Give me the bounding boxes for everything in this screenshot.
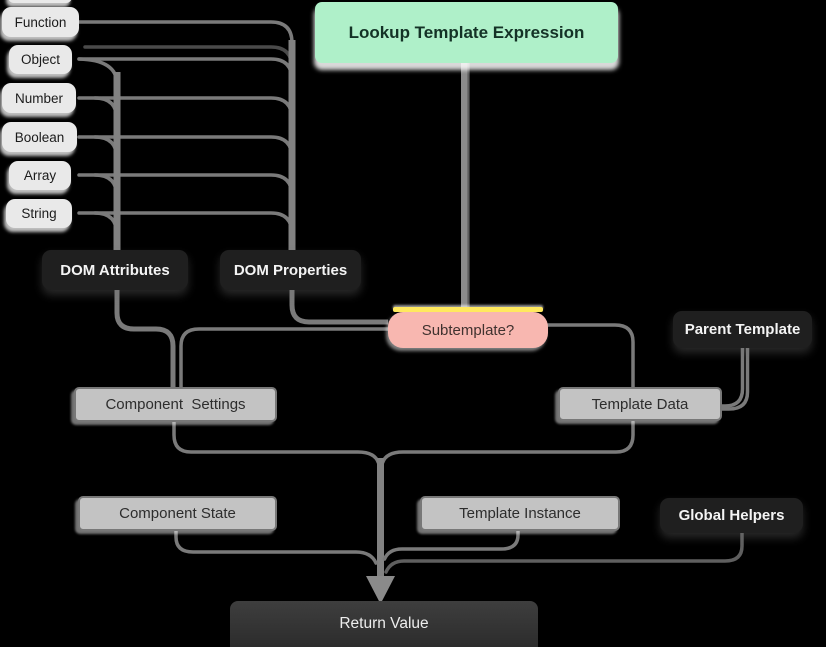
node-template-instance: Template Instance [420, 496, 620, 531]
node-lookup-template-expression: Lookup Template Expression [315, 2, 618, 63]
node-return-value: Return Value [230, 601, 538, 647]
node-global-helpers: Global Helpers [660, 498, 803, 533]
node-subtemplate-label: Subtemplate? [421, 321, 515, 339]
node-dom-properties: DOM Properties [220, 250, 361, 290]
node-array: Array [9, 161, 71, 190]
node-function: Function [2, 7, 79, 37]
node-boolean-label: Boolean [14, 129, 65, 145]
node-component-settings: Component Settings [74, 387, 277, 422]
node-lookup-label: Lookup Template Expression [348, 22, 585, 42]
node-subtemplate: Subtemplate? [388, 312, 548, 348]
node-global-helpers-label: Global Helpers [678, 507, 785, 524]
node-parent-template: Parent Template [673, 311, 812, 348]
node-dom-attributes: DOM Attributes [42, 250, 188, 290]
node-template-instance-label: Template Instance [459, 505, 581, 522]
node-object-label: Object [20, 52, 61, 67]
node-dom-attributes-label: DOM Attributes [60, 261, 170, 279]
node-template-data-label: Template Data [591, 395, 689, 413]
node-parent-template-label: Parent Template [684, 321, 801, 338]
node-number: Number [2, 83, 76, 113]
arrowhead-down [366, 576, 395, 604]
node-template-data: Template Data [558, 387, 722, 421]
partial-card [8, 0, 72, 3]
node-return-value-label: Return Value [339, 615, 429, 632]
node-string-label: String [21, 206, 57, 221]
node-number-label: Number [14, 90, 63, 106]
node-component-settings-label: Component Settings [105, 396, 246, 413]
node-function-label: Function [14, 14, 67, 30]
node-component-state-label: Component State [119, 505, 236, 522]
subtemplate-accent-bar [393, 307, 543, 312]
node-dom-properties-label: DOM Properties [233, 261, 348, 279]
node-object: Object [9, 45, 72, 74]
node-boolean: Boolean [2, 122, 77, 152]
node-component-state: Component State [78, 496, 277, 531]
node-string: String [6, 199, 72, 228]
node-array-label: Array [23, 168, 57, 183]
